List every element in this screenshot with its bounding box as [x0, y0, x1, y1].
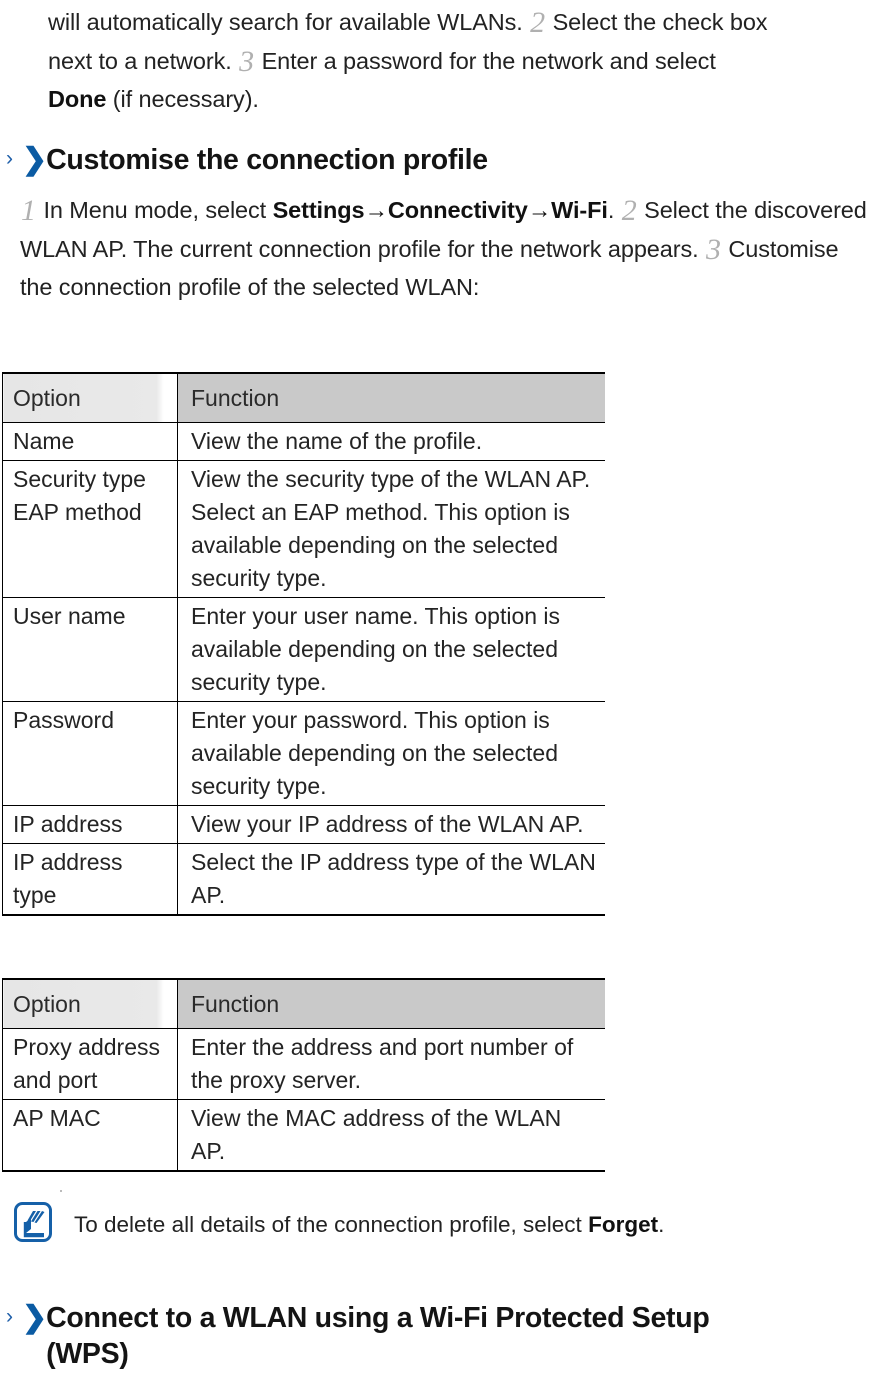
heading-label-line2: (WPS) — [46, 1338, 129, 1370]
chevron-right-small-icon: › — [6, 147, 13, 170]
table-header-row: Option Function — [2, 372, 605, 423]
cell-option: AP MAC — [2, 1099, 178, 1172]
steps-text-6: Customise the connection profile of the … — [20, 236, 839, 300]
intro-text-e: (if necessary). — [112, 86, 259, 112]
step-number-3: 3 — [239, 45, 255, 78]
steps-text-5: network appears. — [519, 236, 699, 262]
chevron-right-small-icon: › — [6, 1305, 13, 1328]
heading-label-line1: Connect to a WLAN using a Wi-Fi Protecte… — [46, 1302, 710, 1334]
intro-text-a: will automatically search for available … — [48, 9, 523, 35]
table-row: User name Enter your user name. This opt… — [2, 597, 605, 702]
table-row: AP MAC View the MAC address of the WLAN … — [2, 1099, 605, 1172]
intro-text-c: next to a network. — [48, 48, 232, 74]
intro-line-1: will automatically search for available … — [48, 2, 886, 41]
cell-function: Enter your password. This option is avai… — [177, 701, 605, 806]
note-bold-forget: Forget — [588, 1212, 659, 1237]
menu-connectivity: Connectivity — [387, 197, 528, 223]
intro-bold-done: Done — [48, 86, 107, 112]
menu-settings: Settings — [272, 197, 365, 223]
chevron-right-bold-icon: ❯ — [22, 1301, 47, 1334]
intro-text-b: Select the check box — [552, 9, 768, 35]
intro-line-2: next to a network. 3 Enter a password fo… — [48, 41, 886, 80]
note-pen-icon — [14, 1202, 52, 1246]
heading-label: Customise the connection profile — [46, 144, 488, 176]
cell-function: View the MAC address of the WLAN AP. — [177, 1099, 605, 1172]
column-header-function: Function — [177, 372, 605, 423]
table-row: Proxy address and port Enter the address… — [2, 1028, 605, 1100]
section-heading-connect-wps: › ❯ Connect to a WLAN using a Wi-Fi Prot… — [0, 1300, 880, 1372]
arrow-1-icon: → — [364, 197, 388, 223]
proxy-options-table: Option Function Proxy address and port E… — [2, 978, 605, 1172]
cell-option: IP address — [2, 805, 178, 844]
steps-text-4: the discovered WLAN AP. The current conn… — [20, 197, 867, 262]
step-number-2b: 2 — [621, 194, 637, 227]
heading-label: Connect to a WLAN using a Wi-Fi Protecte… — [46, 1300, 710, 1372]
cell-option: Security type EAP method — [2, 460, 178, 598]
cell-option: Proxy address and port — [2, 1028, 178, 1100]
cell-option: User name — [2, 597, 178, 702]
intro-text-d: Enter a password for the network and sel… — [261, 48, 716, 74]
arrow-2-icon: → — [527, 197, 552, 223]
cell-function: Select the IP address type of the WLAN A… — [177, 843, 605, 916]
column-header-option: Option — [2, 978, 178, 1029]
menu-wifi: Wi-Fi — [551, 197, 608, 223]
table-row: Name View the name of the profile. — [2, 422, 605, 461]
cell-function: Enter your user name. This option is ava… — [177, 597, 605, 702]
note-text-b: . — [658, 1212, 665, 1237]
cell-function: Enter the address and port number of the… — [177, 1028, 605, 1100]
step-number-2: 2 — [530, 6, 546, 39]
table-header-row: Option Function — [2, 978, 605, 1029]
chevron-right-bold-icon: ❯ — [22, 143, 47, 176]
connection-profile-options-table: Option Function Name View the name of th… — [2, 372, 605, 916]
cell-option: IP address type — [2, 843, 178, 916]
table-row: IP address View your IP address of the W… — [2, 805, 605, 844]
note-callout: To delete all details of the connection … — [14, 1202, 864, 1246]
step-number-1: 1 — [21, 194, 36, 227]
cell-function: View the name of the profile. — [177, 422, 605, 461]
intro-line-3: Done (if necessary). — [48, 80, 886, 118]
column-header-option: Option — [2, 372, 178, 423]
step-number-3b: 3 — [705, 233, 721, 266]
table-row: IP address type Select the IP address ty… — [2, 843, 605, 916]
section-heading-customise-profile: › ❯ Customise the connection profile — [0, 142, 870, 178]
customise-steps-paragraph: 1 In Menu mode, select Settings→Connecti… — [20, 190, 870, 306]
note-text: To delete all details of the connection … — [74, 1207, 664, 1241]
cell-option: Password — [2, 701, 178, 806]
page-speck — [60, 1190, 62, 1192]
steps-text-1: In Menu mode, select — [43, 197, 267, 223]
cell-option: Name — [2, 422, 178, 461]
cell-function: View your IP address of the WLAN AP. — [177, 805, 605, 844]
column-header-function: Function — [177, 978, 605, 1029]
table-row: Password Enter your password. This optio… — [2, 701, 605, 806]
steps-text-3: Select — [644, 197, 709, 223]
note-text-a: To delete all details of the connection … — [74, 1212, 582, 1237]
intro-paragraph: will automatically search for available … — [48, 2, 886, 118]
steps-text-2: . — [607, 197, 615, 223]
steps-text-7: WLAN: — [405, 274, 480, 300]
table-row: Security type EAP method View the securi… — [2, 460, 605, 598]
cell-function: View the security type of the WLAN AP. S… — [177, 460, 605, 598]
